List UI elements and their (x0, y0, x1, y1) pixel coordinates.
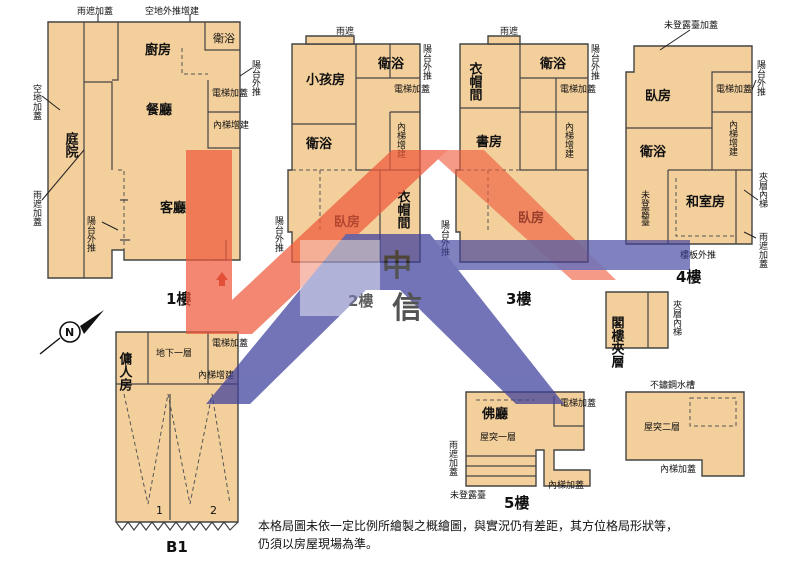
f1-yard: 庭院 (63, 131, 79, 159)
floor-5-title: 5樓 (504, 494, 529, 512)
f4-rain-cover: 雨遮加蓋 (757, 232, 768, 268)
mezz-attic: 閣樓夾層 (609, 316, 625, 369)
f3-balcony-left: 陽台外推 (439, 220, 450, 257)
f2-balcony: 陽台外推 (421, 44, 432, 81)
floor-3-title: 3樓 (506, 290, 531, 308)
disclaimer-line-1: 本格局圖未依一定比例所繪製之概繪圖，與實況仍有差距，其方位格局形狀等， (258, 519, 679, 533)
roof2-roof: 屋突二層 (644, 421, 680, 433)
f3-bath: 衛浴 (539, 56, 567, 72)
f1-rain-cover-side: 雨遮加蓋 (31, 190, 42, 226)
compass-circle (59, 321, 81, 343)
mezzanine-plan: 閣樓夾層 夾層內梯 (605, 291, 682, 369)
f4-japanese: 和室房 (686, 194, 725, 210)
floor-2-outline (287, 43, 421, 263)
b1-slot-1: 1 (156, 504, 163, 517)
floor-4-title: 4樓 (676, 268, 701, 286)
f4-bath: 衛浴 (639, 144, 667, 160)
floor-5-plan: 佛廳 電梯加蓋 屋突一層 雨遮加蓋 未登露臺 內梯加蓋 5樓 (447, 391, 596, 512)
f2-balcony-left: 陽台外推 (273, 216, 284, 253)
f4-unreg-cover: 未登露臺加蓋 (664, 19, 718, 31)
f1-inner-stair: 內梯增建 (213, 119, 249, 131)
f1-elevator: 電梯加蓋 (212, 87, 248, 99)
f1-bath: 衛浴 (213, 32, 235, 45)
f5-elevator: 電梯加蓋 (560, 397, 596, 409)
f1-dining: 餐廳 (145, 102, 172, 118)
mezzanine-outline (605, 291, 669, 349)
floor-5-outline (465, 391, 591, 487)
f1-yard-cover: 空地加蓋 (31, 83, 42, 120)
f4-elevator: 電梯加蓋 (716, 83, 752, 95)
f1-balcony-out2: 陽台外推 (85, 216, 96, 253)
f2-wardrobe: 衣帽間 (395, 189, 411, 230)
f5-roof1: 屋突一層 (480, 431, 516, 443)
floor-b1-plan: 傭人房 地下一層 電梯加蓋 內梯增建 1 2 B1 (115, 331, 248, 556)
watermark-blue-arrow (206, 234, 564, 404)
floor-2-plan: 雨遮 小孩房 衛浴 陽台外推 電梯加蓋 衛浴 內梯增建 衣帽間 臥房 陽台外推 … (273, 25, 432, 310)
floor-b1-title: B1 (166, 538, 188, 556)
mezz-stair: 夾層內梯 (671, 300, 682, 337)
f3-elevator: 電梯加蓋 (560, 83, 596, 95)
watermark-text-1: 中 (382, 249, 412, 284)
f1-yard-ext: 空地外推增建 (145, 5, 199, 17)
f2-bath: 衛浴 (305, 136, 333, 152)
f5-inner-stair: 內梯加蓋 (548, 479, 584, 491)
roof2-tank: 不鏽鋼水槽 (650, 379, 695, 391)
b1-elevator: 電梯加蓋 (212, 337, 248, 349)
f3-study: 書房 (476, 134, 502, 150)
floor-4-plan: 未登露臺加蓋 臥房 陽台外推 電梯加蓋 衛浴 內梯增建 未登露臺 和室房 夾層內… (625, 19, 768, 286)
floor-b1-outline (115, 331, 239, 523)
watermark-text-2: 信 (392, 291, 422, 326)
compass-needle-icon (80, 310, 104, 334)
b1-maid: 傭人房 (117, 351, 133, 392)
f4-balcony: 陽台外推 (755, 60, 766, 97)
f4-unreg-terrace: 未登露臺 (639, 189, 650, 226)
roof-2-outline (625, 391, 745, 477)
f2-rain: 雨遮 (336, 25, 354, 37)
f5-buddha: 佛廳 (481, 406, 508, 422)
f3-wardrobe: 衣帽間 (467, 61, 483, 102)
watermark-red-arrow (186, 150, 448, 334)
f3-rain: 雨遮 (500, 25, 518, 37)
f1-living: 客廳 (160, 200, 186, 216)
f1-rain-cover-top: 雨遮加蓋 (77, 5, 113, 17)
compass-n: N (65, 326, 74, 339)
watermark-logo: 中 信 (186, 150, 690, 404)
f2-elevator: 電梯加蓋 (394, 83, 430, 95)
b1-slot-2: 2 (210, 504, 217, 517)
b1-basement: 地下一層 (156, 347, 192, 359)
b1-inner-stair: 內梯增建 (198, 369, 234, 381)
f5-unreg: 未登露臺 (450, 489, 486, 501)
disclaimer-line-2: 仍須以房屋現場為準。 (258, 537, 379, 551)
f2-inner-stair: 內梯增建 (395, 122, 406, 159)
f4-mezz-stair: 夾層內梯 (757, 172, 768, 209)
disclaimer-note: 本格局圖未依一定比例所繪製之概繪圖，與實況仍有差距，其方位格局形狀等， 仍須以房… (258, 517, 778, 553)
compass: N (39, 310, 104, 355)
f1-balcony-out: 陽台外推 (250, 60, 261, 97)
f5-rain-cover: 雨遮加蓋 (447, 440, 458, 476)
f1-kitchen: 廚房 (145, 42, 171, 58)
roof-2-plan: 不鏽鋼水槽 屋突二層 內梯加蓋 (625, 379, 745, 477)
f3-inner-stair: 內梯增建 (563, 122, 574, 159)
f4-bedroom: 臥房 (645, 88, 671, 104)
f3-balcony: 陽台外推 (589, 44, 600, 81)
floor-1-title: 1樓 (166, 290, 191, 308)
f2-bath-top: 衛浴 (377, 56, 405, 72)
roof2-inner-stair: 內梯加蓋 (660, 463, 696, 475)
f2-kid-room: 小孩房 (306, 72, 345, 88)
f4-inner-stair: 內梯增建 (727, 120, 738, 157)
